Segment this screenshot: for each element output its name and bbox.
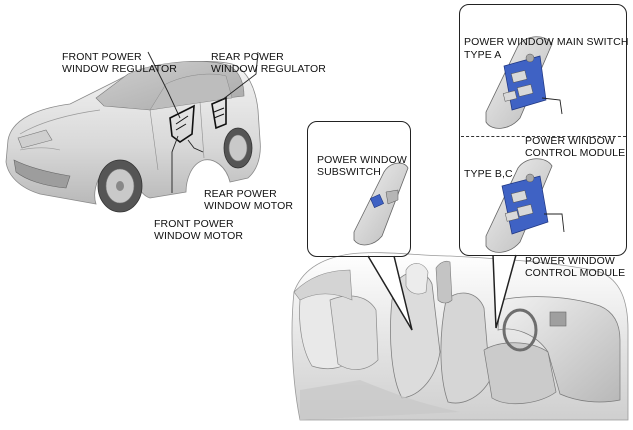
- main-switch-callout: [459, 4, 627, 256]
- main-switch-type-bc-artwork: [485, 158, 553, 253]
- callout-pointers: [367, 254, 517, 331]
- label-main-switch: POWER WINDOW MAIN SWITCH: [464, 36, 629, 48]
- car-interior: [291, 252, 629, 421]
- leader-module-bc: [544, 213, 565, 233]
- main-switch-type-a-artwork: [485, 36, 553, 129]
- label-type-a: TYPE A: [464, 49, 502, 61]
- subswitch-artwork: [353, 162, 409, 246]
- car-leader-lines: [147, 51, 259, 193]
- car-exterior: [5, 61, 261, 213]
- label-type-bc: TYPE B,C: [464, 168, 513, 180]
- subswitch-callout: [307, 121, 411, 257]
- type-divider: [461, 136, 626, 137]
- leader-module-a: [541, 97, 563, 115]
